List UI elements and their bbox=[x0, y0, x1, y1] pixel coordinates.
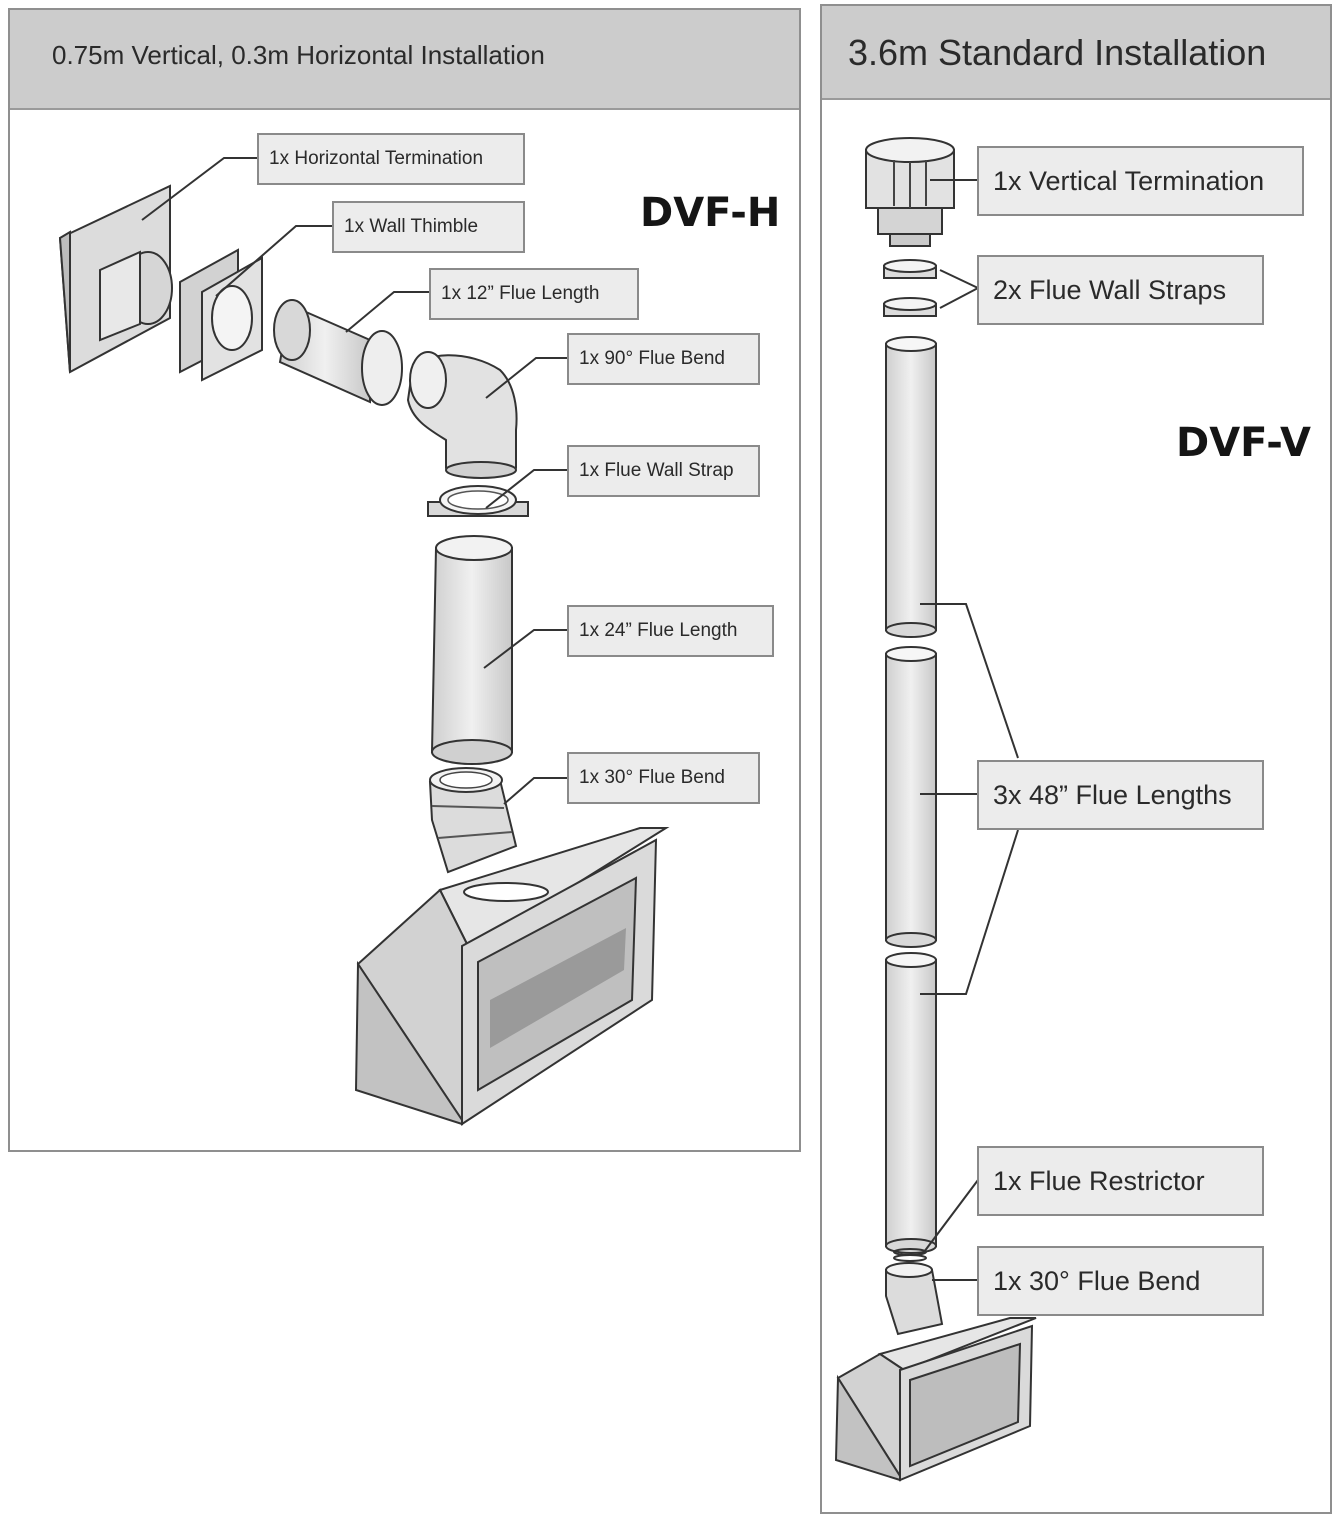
callout-flue-restrictor: 1x Flue Restrictor bbox=[977, 1146, 1264, 1216]
horizontal-installation-title: 0.75m Vertical, 0.3m Horizontal Installa… bbox=[52, 40, 545, 70]
callout-flue-bend-30-vertical: 1x 30° Flue Bend bbox=[977, 1246, 1264, 1316]
callout-flue-length-24: 1x 24” Flue Length bbox=[567, 605, 774, 657]
flue-lengths-48-part bbox=[885, 336, 937, 1254]
wall-thimble-part bbox=[179, 248, 263, 382]
callout-flue-bend-90: 1x 90° Flue Bend bbox=[567, 333, 760, 385]
vertical-leader-lines bbox=[920, 179, 1019, 1281]
flue-restrictor-part bbox=[893, 1248, 927, 1262]
standard-installation-header: 3.6m Standard Installation bbox=[822, 6, 1330, 100]
callout-flue-wall-strap: 1x Flue Wall Strap bbox=[567, 445, 760, 497]
dvf-h-model-label: DVF-H bbox=[640, 190, 781, 236]
callout-flue-bend-30: 1x 30° Flue Bend bbox=[567, 752, 760, 804]
flue-wall-straps-part bbox=[883, 259, 937, 317]
dvf-v-model-label: DVF-V bbox=[1176, 420, 1311, 466]
standard-installation-title: 3.6m Standard Installation bbox=[848, 32, 1267, 73]
horizontal-installation-header: 0.75m Vertical, 0.3m Horizontal Installa… bbox=[10, 10, 799, 110]
horizontal-termination-part bbox=[58, 184, 173, 374]
horizontal-leader-lines bbox=[141, 157, 568, 805]
flue-bend-30-part bbox=[428, 767, 518, 874]
flue-length-12-part bbox=[273, 299, 403, 406]
callout-flue-lengths-48: 3x 48” Flue Lengths bbox=[977, 760, 1264, 830]
callout-horizontal-termination: 1x Horizontal Termination bbox=[257, 133, 525, 185]
flue-bend-90-part bbox=[406, 351, 518, 479]
flue-bend-30-vertical-part bbox=[885, 1262, 944, 1336]
callout-vertical-termination: 1x Vertical Termination bbox=[977, 146, 1304, 216]
fireplace-unit-right bbox=[834, 1317, 1037, 1482]
callout-wall-thimble: 1x Wall Thimble bbox=[332, 201, 525, 253]
flue-wall-strap-part bbox=[427, 485, 529, 517]
vertical-termination-part bbox=[865, 137, 955, 247]
callout-flue-wall-straps: 2x Flue Wall Straps bbox=[977, 255, 1264, 325]
callout-flue-length-12: 1x 12” Flue Length bbox=[429, 268, 639, 320]
flue-length-24-part bbox=[430, 535, 513, 765]
fireplace-unit-left bbox=[354, 827, 670, 1126]
